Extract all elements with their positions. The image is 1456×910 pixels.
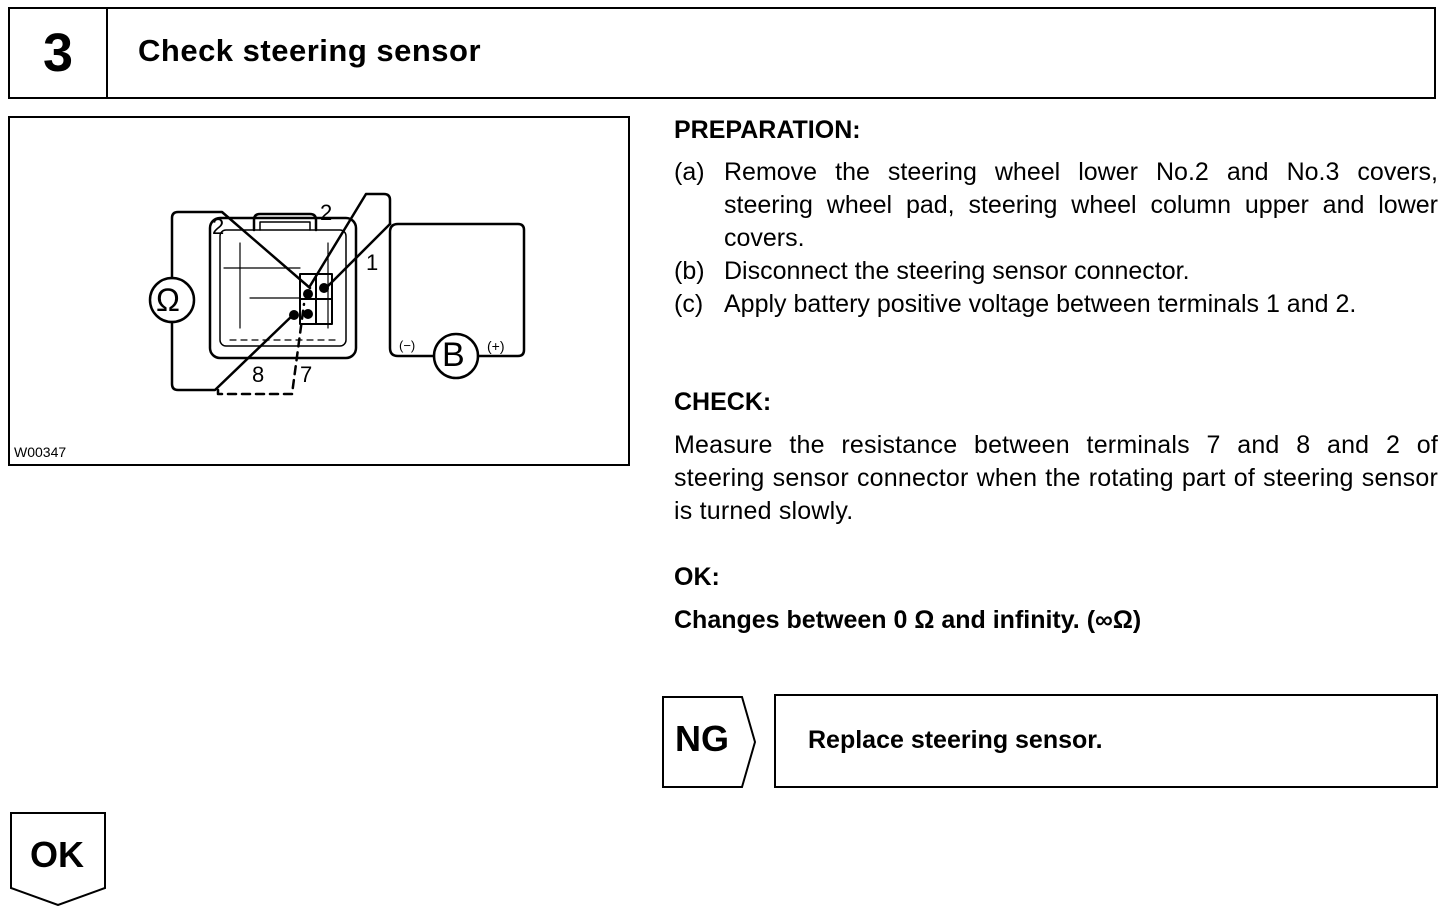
step-header: 3 Check steering sensor [8, 7, 1436, 99]
connector-diagram: Ω B (−) (+) 2 2 1 8 7 W00347 [8, 116, 630, 466]
ok-branch-arrow [10, 812, 106, 906]
preparation-item-a: (a) Remove the steering wheel lower No.2… [674, 156, 1438, 255]
ok-spec-text: Changes between 0 Ω and infinity. (∞Ω) [674, 606, 1142, 634]
terminal-label-2-left: 2 [212, 214, 225, 239]
ng-label: NG [675, 718, 729, 759]
ohm-symbol: Ω [156, 282, 180, 318]
connector-diagram-drawing [148, 192, 526, 396]
terminal-label-2-right: 2 [320, 200, 333, 225]
item-label: (b) [674, 257, 705, 285]
ng-action-box: Replace steering sensor. [774, 694, 1438, 788]
ok-spec-heading: OK: [674, 563, 720, 591]
connector-body [208, 216, 358, 360]
preparation-item-b: (b) Disconnect the steering sensor conne… [674, 255, 1438, 288]
figure-id: W00347 [14, 444, 67, 460]
battery-positive-label: (+) [487, 338, 505, 354]
preparation-item-c: (c) Apply battery positive voltage betwe… [674, 288, 1438, 321]
ok-label: OK [30, 834, 84, 875]
item-text: Apply battery positive voltage between t… [724, 290, 1357, 318]
battery-negative-label: (−) [399, 338, 416, 353]
item-label: (a) [674, 158, 705, 186]
terminal-label-8: 8 [252, 362, 265, 387]
check-text: Measure the resistance between terminals… [674, 431, 1438, 525]
terminal-label-1: 1 [366, 250, 379, 275]
item-text: Disconnect the steering sensor connector… [724, 257, 1190, 285]
ng-action-text: Replace steering sensor. [808, 726, 1103, 754]
battery-symbol: B [442, 336, 465, 374]
check-heading: CHECK: [674, 388, 772, 416]
step-title: Check steering sensor [138, 33, 482, 68]
preparation-heading: PREPARATION: [674, 116, 861, 144]
item-text: Remove the steering wheel lower No.2 and… [724, 158, 1438, 252]
step-number: 3 [10, 9, 108, 97]
item-label: (c) [674, 290, 704, 318]
ng-branch-arrow [662, 696, 756, 788]
terminal-label-7: 7 [300, 362, 313, 387]
